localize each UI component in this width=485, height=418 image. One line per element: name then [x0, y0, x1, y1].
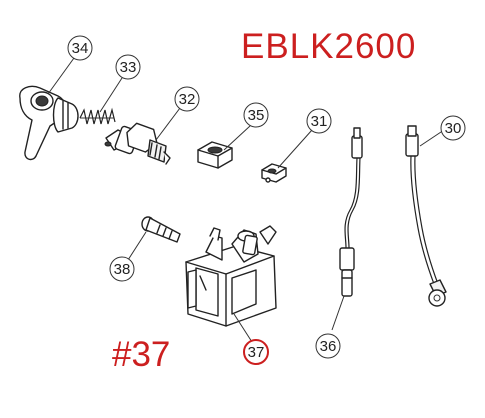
model-title: EBLK2600 [241, 27, 416, 66]
svg-text:30: 30 [445, 120, 462, 137]
part-35-grommet [197, 141, 233, 169]
part-37-ignition-coil [185, 225, 277, 327]
part-33-spring [79, 107, 116, 125]
svg-text:36: 36 [320, 338, 337, 355]
part-34-plug-boot [19, 85, 79, 161]
part-32-spark-plug [104, 122, 171, 165]
callout-36: 36 [315, 333, 341, 359]
part-36-wire [339, 127, 363, 297]
svg-text:37: 37 [248, 344, 265, 361]
callout-37-highlight-ring [243, 339, 269, 365]
leader-lines [47, 57, 445, 343]
callout-35: 35 [243, 102, 269, 128]
svg-text:32: 32 [179, 91, 196, 108]
callout-30: 30 [440, 115, 466, 141]
callout-34: 34 [67, 35, 93, 61]
callout-38: 38 [109, 256, 135, 282]
part-38-bolt [141, 216, 181, 243]
svg-text:33: 33 [120, 59, 137, 76]
svg-text:38: 38 [114, 261, 131, 278]
part-31-cap [261, 163, 287, 183]
part-30-wire [405, 125, 447, 307]
svg-text:31: 31 [311, 113, 328, 130]
callout-37: 37 [243, 339, 269, 365]
callout-32: 32 [174, 86, 200, 112]
callout-31: 31 [306, 108, 332, 134]
callout-33: 33 [115, 54, 141, 80]
svg-text:35: 35 [248, 107, 265, 124]
highlight-part-label: #37 [112, 335, 170, 374]
svg-text:34: 34 [72, 40, 89, 57]
